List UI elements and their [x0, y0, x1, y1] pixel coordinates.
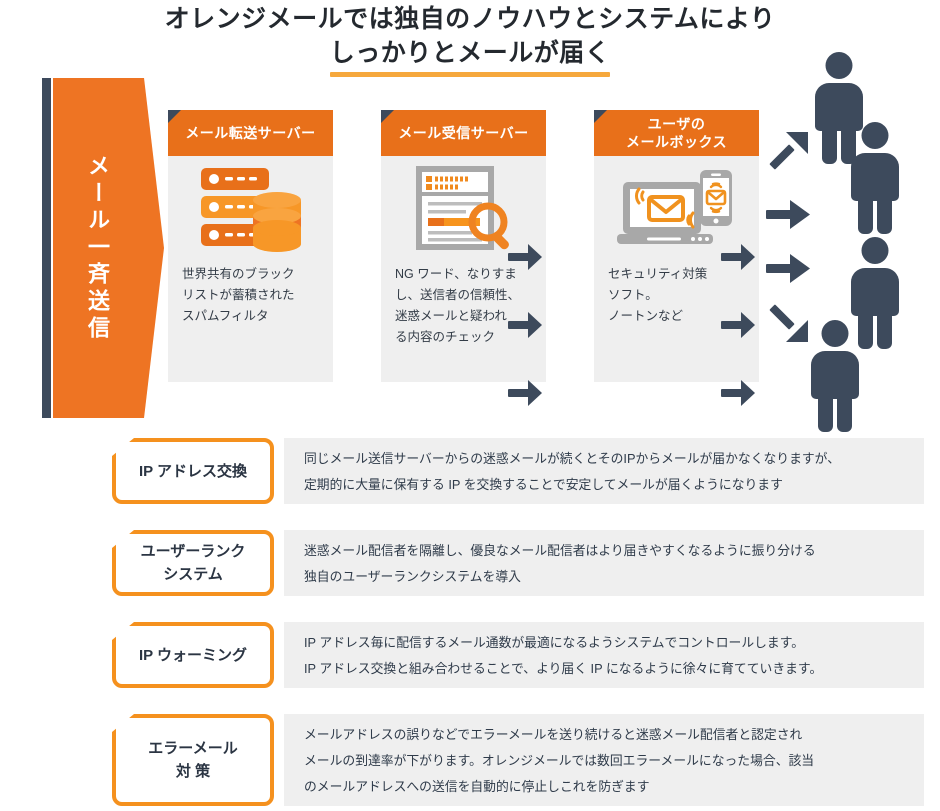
feature-description: 迷惑メール配信者を隔離し、優良なメール配信者はより届きやすくなるように振り分ける… — [304, 538, 816, 590]
arrow-right-icon — [508, 244, 542, 270]
feature-background — [284, 622, 924, 688]
feature-row-ip-warming: IP ウォーミング IP アドレス毎に配信するメール通数が最適になるようシステム… — [112, 622, 924, 688]
feature-tag: ユーザーランク システム — [112, 530, 274, 596]
feature-description-line: 迷惑メール配信者を隔離し、優良なメール配信者はより届きやすくなるように振り分ける — [304, 543, 816, 558]
feature-background — [284, 714, 924, 806]
card-body-line: NG ワード、なりすま — [395, 267, 517, 281]
arrow-right-icon — [721, 244, 755, 270]
feature-row-user-rank-system: ユーザーランク システム 迷惑メール配信者を隔離し、優良なメール配信者はより届き… — [112, 530, 924, 596]
title-underline — [329, 72, 611, 77]
card-body-line: 世界共有のブラック — [182, 267, 295, 281]
feature-tag: IP アドレス交換 — [112, 438, 274, 504]
document-search-icon — [381, 156, 546, 264]
arrow-right-icon — [766, 194, 812, 234]
card-body-line: ノートンなど — [608, 309, 684, 323]
title-line-2: しっかりとメールが届く — [329, 39, 611, 67]
card-body-line: セキュリティ対策 — [608, 267, 708, 281]
card-body-line: ソフト。 — [608, 288, 658, 302]
card-body-text: NG ワード、なりすま し、送信者の信頼性、 迷惑メールと疑われ る内容のチェッ… — [381, 264, 546, 348]
feature-background — [284, 530, 924, 596]
arrow-right-icon — [721, 380, 755, 406]
corner-fold-icon — [381, 110, 394, 123]
feature-row-error-mail-measures: エラーメール 対 策 メールアドレスの誤りなどでエラーメールを送り続けると迷惑メ… — [112, 714, 924, 806]
banner-label: メール一斉送信 — [85, 153, 110, 343]
arrow-right-icon — [508, 380, 542, 406]
feature-tag-line: 対 策 — [175, 763, 211, 780]
recipient-person — [804, 320, 866, 432]
feature-tag-label: IP ウォーミング — [138, 646, 248, 664]
recipient-person — [844, 122, 906, 234]
feature-tag-label: ユーザーランク システム — [141, 540, 246, 586]
feature-description-line: 独自のユーザーランクシステムを導入 — [304, 569, 521, 584]
card-header-label: メール転送サーバー — [185, 125, 316, 141]
feature-tag: IP ウォーミング — [112, 622, 274, 688]
card-body-line: し、送信者の信頼性、 — [395, 288, 521, 302]
card-body-text: セキュリティ対策 ソフト。 ノートンなど — [594, 264, 759, 327]
card-header-label: メール受信サーバー — [398, 125, 529, 141]
mail-blast-banner: メール一斉送信 — [42, 78, 164, 418]
feature-background — [284, 438, 924, 504]
laptop-phone-mail-icon — [594, 156, 759, 264]
card-body-line: 迷惑メールと疑われ — [395, 309, 507, 323]
server-database-icon — [168, 156, 333, 264]
feature-description-line: 同じメール送信サーバーからの迷惑メールが続くとそのIPからメールが届かなくなりま… — [304, 451, 840, 466]
flow-card-mail-forward-server: メール転送サーバー — [168, 110, 333, 382]
card-body-text: 世界共有のブラック リストが蓄積された スパムフィルタ — [168, 264, 333, 327]
arrow-right-icon — [721, 312, 755, 338]
feature-tag-line: エラーメール — [148, 740, 238, 757]
card-body-line: リストが蓄積された — [182, 288, 295, 302]
arrow-down-right-icon — [766, 304, 812, 344]
recipient-person — [844, 237, 906, 349]
feature-tag: エラーメール 対 策 — [112, 714, 274, 806]
feature-row-ip-address-exchange: IP アドレス交換 同じメール送信サーバーからの迷惑メールが続くとそのIPからメ… — [112, 438, 924, 504]
card-header-line: ユーザの — [647, 116, 706, 132]
feature-description: 同じメール送信サーバーからの迷惑メールが続くとそのIPからメールが届かなくなりま… — [304, 446, 840, 498]
title-line-1: オレンジメールでは独自のノウハウとシステムにより — [164, 5, 776, 33]
feature-tag-line: システム — [163, 566, 223, 583]
feature-tag-line: ユーザーランク — [140, 543, 246, 560]
corner-fold-icon — [168, 110, 181, 123]
feature-description: メールアドレスの誤りなどでエラーメールを送り続けると迷惑メール配信者と認定され … — [304, 722, 814, 800]
card-header: メール受信サーバー — [381, 110, 546, 156]
feature-tag-label: IP アドレス交換 — [138, 462, 248, 480]
feature-description-line: IP アドレス交換と組み合わせることで、より届く IP になるように徐々に育てて… — [304, 661, 823, 676]
corner-fold-icon — [594, 110, 607, 123]
feature-description: IP アドレス毎に配信するメール通数が最適になるようシステムでコントロールします… — [304, 630, 822, 682]
arrow-up-right-icon — [766, 130, 812, 170]
feature-description-line: メールの到達率が下がります。オレンジメールでは数回エラーメールになった場合、該当 — [304, 753, 815, 768]
title-line-2-wrapper: しっかりとメールが届く — [329, 36, 611, 77]
feature-description-line: のメールアドレスへの送信を自動的に停止しこれを防ぎます — [304, 779, 650, 794]
flow-card-user-mailbox: ユーザの メールボックス — [594, 110, 759, 382]
card-header: ユーザの メールボックス — [594, 110, 759, 156]
card-header-line: メールボックス — [625, 134, 728, 150]
recipients-group — [762, 52, 940, 452]
banner-arrow-shape — [53, 78, 164, 418]
feature-description-line: 定期的に大量に保有する IP を交換することで安定してメールが届くようになります — [304, 477, 783, 492]
arrow-right-icon — [766, 248, 812, 288]
flow-card-mail-receive-server: メール受信サーバー — [381, 110, 546, 382]
card-header-label: ユーザの メールボックス — [620, 115, 733, 151]
arrow-right-icon — [508, 312, 542, 338]
card-header: メール転送サーバー — [168, 110, 333, 156]
recipient-person — [808, 52, 870, 164]
feature-description-line: IP アドレス毎に配信するメール通数が最適になるようシステムでコントロールします… — [304, 635, 805, 650]
card-body-line: スパムフィルタ — [182, 309, 269, 323]
banner-navy-bar — [42, 78, 51, 418]
card-body-line: る内容のチェック — [395, 330, 496, 344]
page-title: オレンジメールでは独自のノウハウとシステムにより しっかりとメールが届く — [0, 2, 940, 77]
feature-tag-label: エラーメール 対 策 — [148, 737, 237, 783]
feature-description-line: メールアドレスの誤りなどでエラーメールを送り続けると迷惑メール配信者と認定され — [304, 727, 803, 742]
